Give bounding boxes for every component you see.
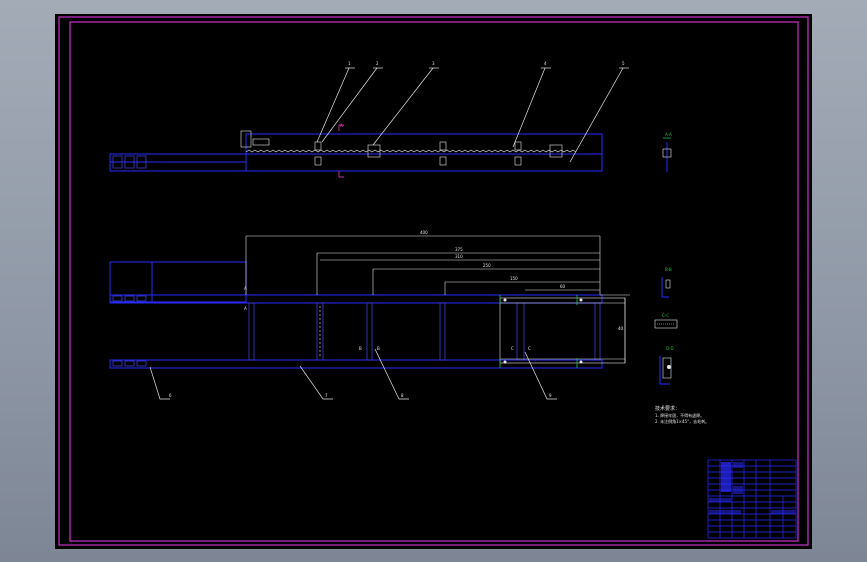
balloon-7: 7 xyxy=(325,393,328,398)
svg-text:D-D: D-D xyxy=(666,346,674,351)
title-block xyxy=(707,459,797,539)
balloon-5: 5 xyxy=(622,61,625,66)
svg-text:C: C xyxy=(528,346,531,351)
balloon-9: 9 xyxy=(549,393,552,398)
svg-text:A-A: A-A xyxy=(665,132,672,137)
section-details: A-A B-B C-C D-D xyxy=(654,132,678,385)
balloon-2: 2 xyxy=(376,61,379,66)
svg-text:B-B: B-B xyxy=(665,267,672,272)
svg-text:A: A xyxy=(244,306,247,311)
svg-text:310: 310 xyxy=(455,254,463,259)
svg-text:60: 60 xyxy=(560,284,566,289)
cad-viewport[interactable]: A 1 2 3 4 5 xyxy=(55,14,812,549)
balloon-6: 6 xyxy=(169,393,172,398)
svg-text:C-C: C-C xyxy=(662,313,669,318)
sheet-inner-border xyxy=(69,21,799,542)
notes-title: 技术要求： xyxy=(655,405,680,412)
drawing-canvas[interactable]: A 1 2 3 4 5 xyxy=(55,14,812,549)
svg-text:375: 375 xyxy=(455,247,463,252)
svg-text:C: C xyxy=(511,346,514,351)
svg-text:B: B xyxy=(359,346,362,351)
section-labels: A A B B C C xyxy=(244,286,531,351)
balloon-4: 4 xyxy=(544,61,547,66)
front-view xyxy=(109,261,626,369)
note-2: 2. 未注倒角1×45°，去毛刺。 xyxy=(655,418,709,424)
svg-text:150: 150 xyxy=(510,276,518,281)
top-leaders: 1 2 3 4 5 xyxy=(316,61,629,163)
top-view: A xyxy=(109,123,603,178)
svg-text:A: A xyxy=(340,123,343,128)
svg-text:A: A xyxy=(244,286,247,291)
balloon-3: 3 xyxy=(432,61,435,66)
dimensions: 400 375 310 250 150 60 40 xyxy=(245,230,630,363)
note-1: 1. 焊接牢固，不得有虚焊。 xyxy=(655,412,704,418)
svg-text:400: 400 xyxy=(420,230,428,235)
balloon-8: 8 xyxy=(401,393,404,398)
sheet-outer-border xyxy=(58,16,809,546)
svg-text:250: 250 xyxy=(483,263,491,268)
svg-text:40: 40 xyxy=(618,326,624,331)
front-leaders: 6 7 8 9 xyxy=(149,348,557,400)
balloon-1: 1 xyxy=(348,61,351,66)
svg-text:B: B xyxy=(377,346,380,351)
technical-notes: 技术要求： 1. 焊接牢固，不得有虚焊。 2. 未注倒角1×45°，去毛刺。 xyxy=(655,405,709,424)
